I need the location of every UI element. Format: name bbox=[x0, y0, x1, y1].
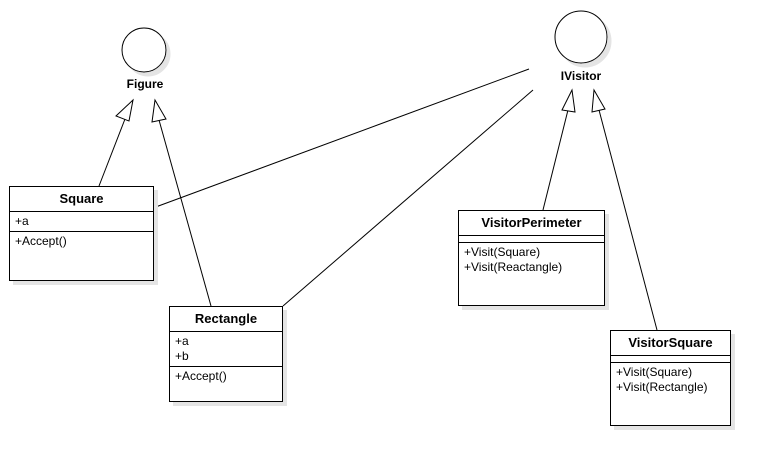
realization-visitorperimeter-ivisitor[interactable] bbox=[542, 88, 576, 211]
attribute: +a bbox=[175, 334, 189, 348]
figure-interface-circle[interactable] bbox=[121, 27, 167, 73]
class-visitorsquare-name: VisitorSquare bbox=[611, 331, 730, 356]
class-square-attributes: +a bbox=[10, 212, 153, 231]
figure-interface-label: Figure bbox=[126, 77, 164, 91]
class-square[interactable]: Square +a +Accept() bbox=[9, 186, 154, 281]
class-visitorsquare-operations: +Visit(Square) +Visit(Rectangle) bbox=[611, 362, 730, 397]
ivisitor-interface-circle[interactable] bbox=[554, 10, 608, 64]
class-visitorperimeter-name: VisitorPerimeter bbox=[459, 211, 604, 236]
realization-square-figure[interactable] bbox=[98, 98, 134, 187]
operation: +Accept() bbox=[15, 234, 67, 248]
class-rectangle-name: Rectangle bbox=[170, 307, 282, 332]
operation: +Accept() bbox=[175, 369, 227, 383]
association-square-ivisitor[interactable] bbox=[152, 68, 530, 209]
operation: +Visit(Square) bbox=[464, 245, 541, 259]
operation: +Visit(Reactangle) bbox=[464, 260, 563, 274]
class-square-name: Square bbox=[10, 187, 153, 212]
attribute: +b bbox=[175, 349, 189, 363]
class-rectangle[interactable]: Rectangle +a +b +Accept() bbox=[169, 306, 283, 402]
realization-rectangle-figure[interactable] bbox=[151, 98, 212, 307]
operation: +Visit(Square) bbox=[616, 365, 693, 379]
attribute: +a bbox=[15, 214, 29, 228]
ivisitor-interface-label: IVisitor bbox=[560, 69, 602, 83]
class-rectangle-attributes: +a +b bbox=[170, 332, 282, 366]
class-visitorperimeter[interactable]: VisitorPerimeter +Visit(Square) +Visit(R… bbox=[458, 210, 605, 306]
association-rectangle-ivisitor[interactable] bbox=[282, 89, 534, 307]
class-rectangle-operations: +Accept() bbox=[170, 366, 282, 386]
class-square-operations: +Accept() bbox=[10, 231, 153, 251]
operation: +Visit(Rectangle) bbox=[616, 380, 708, 394]
class-visitorperimeter-operations: +Visit(Square) +Visit(Reactangle) bbox=[459, 242, 604, 277]
realization-visitorsquare-ivisitor[interactable] bbox=[591, 88, 658, 331]
class-visitorsquare[interactable]: VisitorSquare +Visit(Square) +Visit(Rect… bbox=[610, 330, 731, 426]
